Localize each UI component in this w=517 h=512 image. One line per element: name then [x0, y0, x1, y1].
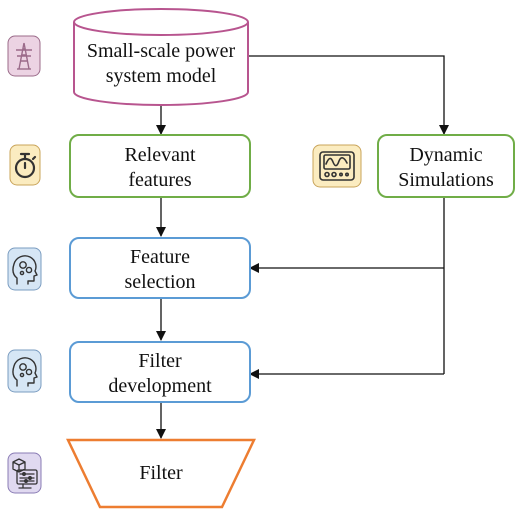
dynamic-simulations-line2: Simulations: [398, 169, 494, 191]
feature-selection-box: [69, 237, 251, 299]
relevant-features-line1: Relevant: [124, 144, 196, 166]
connectors: [156, 55, 449, 439]
power-model-line2: system model: [106, 65, 217, 87]
relevant-features-line2: features: [128, 169, 192, 191]
dynamic-simulations-box: [377, 134, 515, 198]
feature-selection-line2: selection: [124, 271, 195, 293]
head-gears-icon: [7, 349, 42, 393]
filter-node: Filter: [66, 438, 256, 509]
filter-development-line1: Filter: [138, 350, 182, 372]
power-system-model-node: Small-scale power system model: [73, 8, 249, 106]
oscilloscope-icon: [312, 144, 362, 188]
filter-label: Filter: [139, 462, 183, 484]
dynamic-simulations-line1: Dynamic: [409, 144, 482, 166]
feature-selection-node: Feature selection: [69, 237, 251, 299]
relevant-features-box: [69, 134, 251, 198]
cylinder-body: [73, 22, 249, 106]
power-model-line1: Small-scale power: [87, 40, 236, 62]
filter-development-node: Filter development: [69, 341, 251, 403]
filter-development-line2: development: [108, 375, 212, 397]
filter-development-box: [69, 341, 251, 403]
filter-trapezoid: [66, 438, 256, 509]
dynamic-simulations-node: Dynamic Simulations: [377, 134, 515, 198]
feature-selection-line1: Feature: [130, 246, 190, 268]
cylinder-top: [73, 8, 249, 36]
stopwatch-icon: [9, 144, 41, 186]
relevant-features-node: Relevant features: [69, 134, 251, 198]
arrow-model-to-simulations: [248, 55, 449, 135]
computer-settings-icon: [7, 452, 42, 494]
power-tower-icon: [7, 35, 41, 77]
head-gears-icon: [7, 247, 42, 291]
